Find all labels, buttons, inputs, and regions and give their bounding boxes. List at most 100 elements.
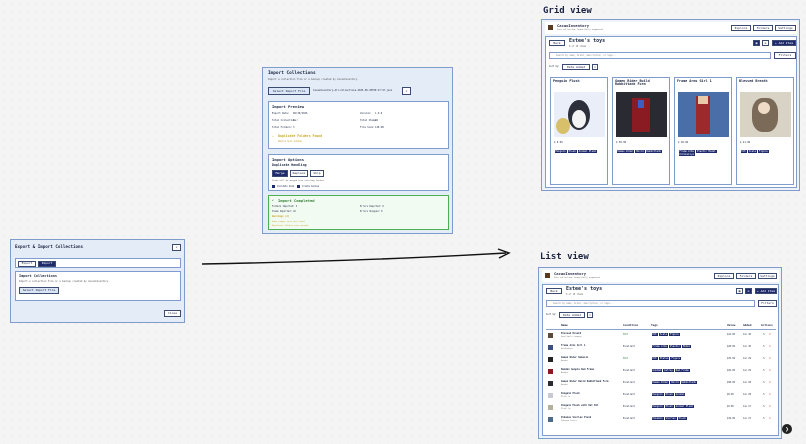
- nav-folders[interactable]: Folders: [736, 273, 756, 279]
- merge-button[interactable]: Merge: [272, 170, 288, 177]
- delete-icon[interactable]: ✕: [769, 404, 771, 408]
- tag[interactable]: Penguin: [651, 392, 664, 396]
- delete-icon[interactable]: ✕: [769, 368, 771, 372]
- filters-button[interactable]: Filters: [758, 300, 777, 307]
- edit-icon[interactable]: ✎: [763, 356, 765, 360]
- tag[interactable]: Snorlax: [664, 416, 677, 420]
- item-card[interactable]: Gamen Rider Build Rabbittank Form $ 58.9…: [612, 77, 670, 185]
- edit-icon[interactable]: ✎: [763, 404, 765, 408]
- tag[interactable]: Rabbittank: [680, 380, 697, 384]
- delete-icon[interactable]: ✕: [769, 392, 771, 396]
- tag[interactable]: PVC: [740, 150, 747, 154]
- select-import-file-button[interactable]: Select Import File: [19, 287, 59, 294]
- sort-select[interactable]: Date Added: [562, 64, 590, 70]
- edit-icon[interactable]: ✎: [763, 332, 765, 336]
- edit-icon[interactable]: ✎: [763, 416, 765, 420]
- skip-button[interactable]: Skip: [310, 170, 324, 177]
- nav-explore[interactable]: Explore: [714, 273, 734, 279]
- edit-icon[interactable]: ✎: [763, 368, 765, 372]
- tag[interactable]: Figure: [669, 332, 680, 336]
- table-row[interactable]: Penguin Plush Plush Co. Excellent Pengui…: [543, 392, 778, 404]
- tag[interactable]: Model: [681, 344, 692, 348]
- tag[interactable]: Plush: [677, 416, 687, 420]
- search-input[interactable]: Search by name, brand, description, or t…: [546, 300, 755, 307]
- grid-toggle-icon[interactable]: ▦: [736, 288, 743, 294]
- tag[interactable]: PVC: [651, 356, 658, 360]
- tag[interactable]: Animal: [674, 392, 686, 396]
- tag[interactable]: Plush: [664, 404, 674, 408]
- delete-icon[interactable]: ✕: [769, 416, 771, 420]
- delete-icon[interactable]: ✕: [769, 344, 771, 348]
- tag[interactable]: Animal Plush: [577, 150, 598, 154]
- tag[interactable]: Astray: [663, 368, 674, 372]
- delete-icon[interactable]: ✕: [769, 356, 771, 360]
- tag[interactable]: Figure: [670, 356, 682, 360]
- col-value[interactable]: Value: [727, 323, 736, 327]
- tag[interactable]: Kamen Rider: [616, 150, 635, 154]
- tag[interactable]: Figure: [758, 150, 769, 154]
- table-row[interactable]: Bandai Gunpla Red Frame Bandai Excellent…: [543, 368, 778, 380]
- tab-export[interactable]: Export: [18, 260, 36, 267]
- sort-select[interactable]: Date Added: [559, 312, 585, 318]
- tag[interactable]: Pokemon: [651, 416, 664, 420]
- tag[interactable]: Frame Arms: [678, 150, 695, 154]
- validate-checkbox[interactable]: [272, 185, 275, 188]
- table-row[interactable]: Gamen Rider Build Rabbittank Form Bandai…: [543, 380, 778, 392]
- close-button[interactable]: ×: [172, 244, 181, 251]
- tag[interactable]: Plastic Model: [695, 150, 717, 154]
- nav-explore[interactable]: Explore: [731, 25, 751, 31]
- grid-toggle-icon[interactable]: ▦: [753, 40, 760, 46]
- edit-icon[interactable]: ✎: [763, 380, 765, 384]
- list-toggle-icon[interactable]: ≡: [762, 40, 769, 46]
- tag[interactable]: Penguin: [554, 150, 567, 154]
- tag[interactable]: Plush: [567, 150, 577, 154]
- tag[interactable]: Plastic: [668, 344, 681, 348]
- tag[interactable]: Scale: [658, 332, 669, 336]
- tag[interactable]: Build: [635, 150, 645, 154]
- tag[interactable]: Scale: [747, 150, 758, 154]
- nav-folders[interactable]: Folders: [753, 25, 773, 31]
- tag[interactable]: Kamen Rider: [651, 380, 670, 384]
- search-input[interactable]: Search by name, brand, description, or t…: [549, 52, 771, 59]
- nav-settings[interactable]: Settings: [775, 25, 796, 31]
- edit-icon[interactable]: ✎: [763, 392, 765, 396]
- replace-button[interactable]: Replace: [290, 170, 308, 177]
- delete-icon[interactable]: ✕: [769, 332, 771, 336]
- table-row[interactable]: Pokemon Snorlax Plush Pokemon Center Exc…: [543, 416, 778, 428]
- close-dialog-button[interactable]: Close: [164, 310, 181, 317]
- col-added[interactable]: Added: [743, 323, 752, 327]
- tag[interactable]: Animal Plush: [674, 404, 695, 408]
- tag[interactable]: Rabbittank: [645, 150, 662, 154]
- tag[interactable]: Frame Arms: [651, 344, 668, 348]
- sort-direction-button[interactable]: ↕: [587, 312, 593, 318]
- tag[interactable]: Build: [670, 380, 680, 384]
- clear-file-button[interactable]: ×: [402, 87, 411, 95]
- sort-direction-button[interactable]: ↕: [592, 64, 598, 70]
- table-row[interactable]: Blessed Breath Good Smile Company Mint P…: [543, 332, 778, 344]
- add-item-button[interactable]: + Add Item: [772, 40, 796, 46]
- tag[interactable]: Gundam: [651, 368, 663, 372]
- list-toggle-icon[interactable]: ≡: [745, 288, 752, 294]
- tag[interactable]: Statue: [658, 356, 670, 360]
- backup-checkbox[interactable]: [297, 185, 300, 188]
- back-button[interactable]: Back: [549, 40, 565, 46]
- help-button-icon[interactable]: ❯: [782, 424, 792, 434]
- col-name[interactable]: Name: [561, 323, 568, 327]
- tag[interactable]: Kotobukiya: [678, 153, 695, 157]
- col-condition[interactable]: Condition: [623, 323, 639, 327]
- nav-settings[interactable]: Settings: [758, 273, 777, 279]
- tag[interactable]: Plush: [664, 392, 674, 396]
- table-row[interactable]: Frame Arms Girl 1 Kotobukiya Excellent F…: [543, 344, 778, 356]
- tag[interactable]: Red Frame: [674, 368, 690, 372]
- tag[interactable]: PVC: [651, 332, 658, 336]
- back-button[interactable]: Back: [546, 288, 562, 294]
- select-import-file-button-2[interactable]: Select Import File: [268, 87, 310, 95]
- edit-icon[interactable]: ✎: [763, 344, 765, 348]
- filters-button[interactable]: Filters: [774, 52, 796, 59]
- delete-icon[interactable]: ✕: [769, 380, 771, 384]
- tab-import[interactable]: Import: [38, 260, 56, 267]
